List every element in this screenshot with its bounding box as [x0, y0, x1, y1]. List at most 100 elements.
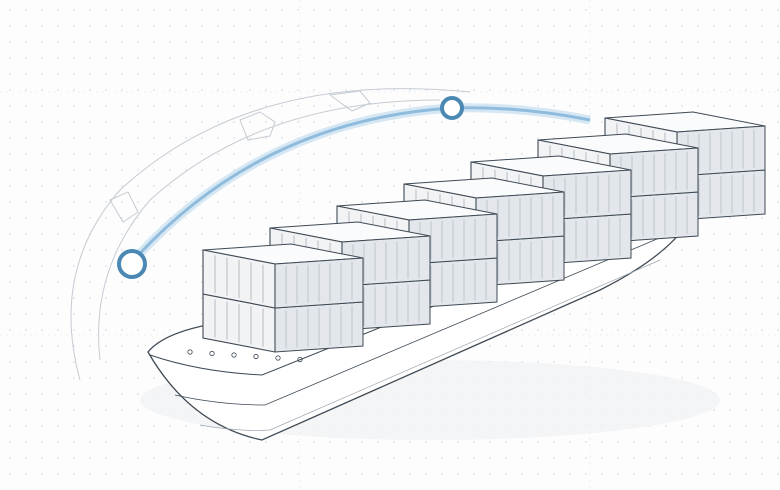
grid-dot — [217, 137, 219, 139]
grid-dot — [345, 9, 347, 11]
grid-dot — [57, 169, 59, 171]
grid-dot — [201, 57, 203, 59]
grid-dot — [153, 153, 155, 155]
grid-dot — [393, 57, 395, 59]
grid-dot — [57, 153, 59, 155]
grid-dot — [137, 169, 139, 171]
grid-dot — [777, 169, 779, 171]
grid-dot — [713, 265, 715, 267]
grid-dot — [137, 57, 139, 59]
grid-dot — [105, 409, 107, 411]
grid-dot — [25, 73, 27, 75]
grid-dot — [57, 377, 59, 379]
grid-dot — [73, 393, 75, 395]
grid-dot — [185, 137, 187, 139]
grid-dot — [489, 89, 491, 91]
grid-dot — [105, 137, 107, 139]
grid-dot — [665, 25, 667, 27]
grid-dot — [377, 473, 379, 475]
grid-dot — [697, 473, 699, 475]
grid-dot — [25, 137, 27, 139]
grid-dot — [649, 41, 651, 43]
grid-dot — [681, 457, 683, 459]
grid-dot — [745, 297, 747, 299]
grid-dot — [409, 105, 411, 107]
grid-dot — [105, 441, 107, 443]
grid-dot — [313, 121, 315, 123]
grid-dot — [153, 9, 155, 11]
grid-dot — [137, 345, 139, 347]
grid-dot — [745, 73, 747, 75]
grid-dot — [473, 9, 475, 11]
grid-dot — [729, 393, 731, 395]
grid-dot — [249, 9, 251, 11]
grid-dot — [649, 361, 651, 363]
grid-dot — [473, 73, 475, 75]
grid-dot — [345, 473, 347, 475]
grid-dot — [569, 25, 571, 27]
grid-dot — [553, 57, 555, 59]
grid-dot — [377, 201, 379, 203]
grid-dot — [489, 25, 491, 27]
grid-dot — [777, 457, 779, 459]
grid-dot — [505, 9, 507, 11]
grid-dot — [153, 185, 155, 187]
grid-dot — [137, 425, 139, 427]
grid-dot — [329, 25, 331, 27]
hull-lower-line — [199, 259, 661, 431]
grid-dot — [201, 169, 203, 171]
grid-dot — [73, 185, 75, 187]
grid-dot — [761, 41, 763, 43]
grid-dot — [281, 201, 283, 203]
grid-dot — [233, 57, 235, 59]
grid-dot — [713, 233, 715, 235]
grid-dot — [217, 9, 219, 11]
grid-dot — [537, 473, 539, 475]
grid-dot — [681, 73, 683, 75]
grid-dot — [281, 57, 283, 59]
grid-dot — [137, 233, 139, 235]
grid-dot — [233, 25, 235, 27]
grid-dot — [745, 9, 747, 11]
grid-dot — [89, 361, 91, 363]
grid-dot — [441, 169, 443, 171]
grid-dot — [169, 105, 171, 107]
grid-dot — [281, 41, 283, 43]
grid-dot — [265, 9, 267, 11]
grid-dot — [761, 297, 763, 299]
grid-dot — [169, 89, 171, 91]
grid-dot — [185, 441, 187, 443]
grid-dot — [713, 73, 715, 75]
grid-dot — [201, 121, 203, 123]
grid-dot — [89, 393, 91, 395]
grid-dot — [681, 25, 683, 27]
grid-dot — [25, 121, 27, 123]
grid-dot — [137, 201, 139, 203]
grid-dot — [137, 361, 139, 363]
grid-dot — [361, 73, 363, 75]
grid-dot — [89, 345, 91, 347]
grid-dot — [441, 153, 443, 155]
grid-dot — [121, 105, 123, 107]
grid-dot — [9, 441, 11, 443]
grid-dot — [633, 457, 635, 459]
grid-dot — [681, 345, 683, 347]
grid-dot — [649, 57, 651, 59]
grid-dot — [409, 89, 411, 91]
grid-dot — [681, 297, 683, 299]
grid-dot — [665, 9, 667, 11]
grid-dot — [137, 313, 139, 315]
grid-dot — [185, 105, 187, 107]
grid-dot — [425, 57, 427, 59]
grid-dot — [457, 121, 459, 123]
grid-dot — [105, 393, 107, 395]
grid-dot — [105, 457, 107, 459]
grid-dot — [41, 297, 43, 299]
grid-dot — [57, 441, 59, 443]
grid-dot — [105, 313, 107, 315]
grid-dot — [745, 393, 747, 395]
grid-dot — [41, 393, 43, 395]
grid-dot — [185, 233, 187, 235]
grid-dot — [233, 73, 235, 75]
grid-dot — [329, 9, 331, 11]
